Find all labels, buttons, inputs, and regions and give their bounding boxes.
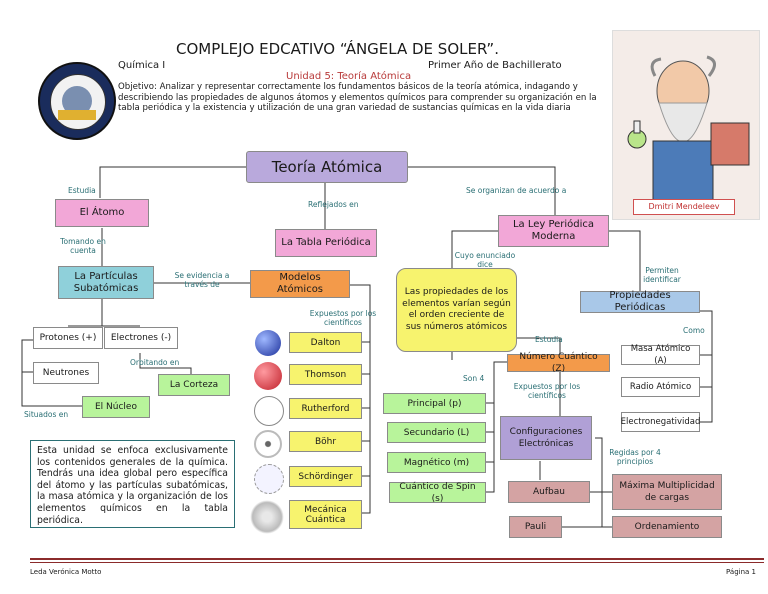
node-teoria-atomica: Teoría Atómica — [246, 151, 408, 183]
node-magnetico: Magnético (m) — [387, 452, 486, 473]
quantum-atom-icon — [250, 500, 284, 534]
node-spin: Cuántico de Spin (s) — [389, 482, 486, 504]
node-electrones: Electrones (-) — [104, 327, 178, 349]
school-seal — [38, 62, 116, 140]
label-tomando: Tomando en cuenta — [60, 237, 106, 255]
node-neutrones: Neutrones — [33, 362, 99, 384]
note-box: Esta unidad se enfoca exclusivamente los… — [30, 440, 235, 528]
label-situados: Situados en — [24, 410, 69, 419]
node-ley-enunciado: Las propiedades de los elementos varían … — [396, 268, 517, 352]
subject: Química I — [118, 60, 166, 71]
objective: Objetivo: Analizar y representar correct… — [118, 82, 597, 113]
label-expuestos-2: Expuestos por los científicos — [513, 382, 581, 400]
label-son4: Son 4 — [463, 374, 485, 383]
bohr-atom-icon — [254, 430, 282, 458]
school-title: COMPLEJO EDCATIVO “ÁNGELA DE SOLER”. — [176, 40, 499, 58]
schrodinger-atom-icon — [254, 464, 284, 494]
node-thomson: Thomson — [289, 364, 362, 385]
label-organizan: Se organizan de acuerdo a — [466, 186, 567, 195]
node-numero-cuantico: Número Cuántico (Z) — [507, 352, 610, 374]
label-como: Como — [683, 326, 705, 335]
rutherford-atom-icon — [254, 396, 284, 426]
node-modelos: Modelos Atómicos — [250, 270, 350, 298]
grade: Primer Año de Bachillerato — [428, 60, 562, 71]
node-radio: Radio Atómico — [621, 377, 700, 397]
footer-page: Página 1 — [726, 568, 756, 576]
node-maxima: Máxima Multiplicidad de cargas — [612, 474, 722, 510]
node-bohr: Böhr — [289, 431, 362, 452]
node-particulas: La Partículas Subatómicas — [58, 266, 154, 299]
footer-line-thin — [30, 562, 764, 563]
mendeleev-portrait: Dmitri Mendeleev — [612, 30, 760, 220]
node-rutherford: Rutherford — [289, 398, 362, 419]
portrait-caption: Dmitri Mendeleev — [633, 199, 735, 215]
label-expuestos-1: Expuestos por los científicos — [309, 309, 377, 327]
node-nucleo: El Núcleo — [82, 396, 150, 418]
label-estudia: Estudia — [68, 186, 96, 195]
footer-line — [30, 558, 764, 560]
node-dalton: Dalton — [289, 332, 362, 353]
thomson-atom-icon — [254, 362, 282, 390]
node-secundario: Secundario (L) — [387, 422, 486, 443]
node-corteza: La Corteza — [158, 374, 230, 396]
label-orbitando: Orbitando en — [130, 358, 180, 367]
node-protones: Protones (+) — [33, 327, 103, 349]
node-pauli: Pauli — [509, 516, 562, 538]
node-schrodinger: Schördinger — [289, 466, 362, 487]
label-estudia-2: Estudia — [535, 335, 563, 344]
node-ley-periodica: La Ley Periódica Moderna — [498, 215, 609, 247]
node-electroneg: Electronegatividad — [621, 412, 700, 432]
label-reflejados: Reflejados en — [308, 200, 359, 209]
node-mecanica: Mecánica Cuántica — [289, 500, 362, 529]
node-masa: Masa Atómico (A) — [621, 344, 700, 366]
dalton-atom-icon — [255, 330, 281, 356]
label-regidas: Regidas por 4 principios — [609, 448, 661, 466]
unit-title: Unidad 5: Teoría Atómica — [286, 71, 412, 82]
node-configuraciones: Configuraciones Electrónicas — [500, 416, 592, 460]
mendeleev-drawing — [627, 55, 750, 212]
node-aufbau: Aufbau — [508, 481, 590, 503]
label-cuyo: Cuyo enunciado dice — [454, 251, 516, 269]
node-propiedades: Propiedades Periódicas — [580, 290, 700, 313]
label-evidencia: Se evidencia a través de — [174, 271, 230, 289]
node-el-atomo: El Átomo — [55, 199, 149, 227]
node-principal: Principal (p) — [383, 393, 486, 414]
node-tabla-periodica: La Tabla Periódica — [275, 229, 377, 257]
footer-author: Leda Verónica Motto — [30, 568, 102, 576]
label-permiten: Permiten identificar — [643, 266, 681, 284]
node-ordenamiento: Ordenamiento — [612, 516, 722, 538]
